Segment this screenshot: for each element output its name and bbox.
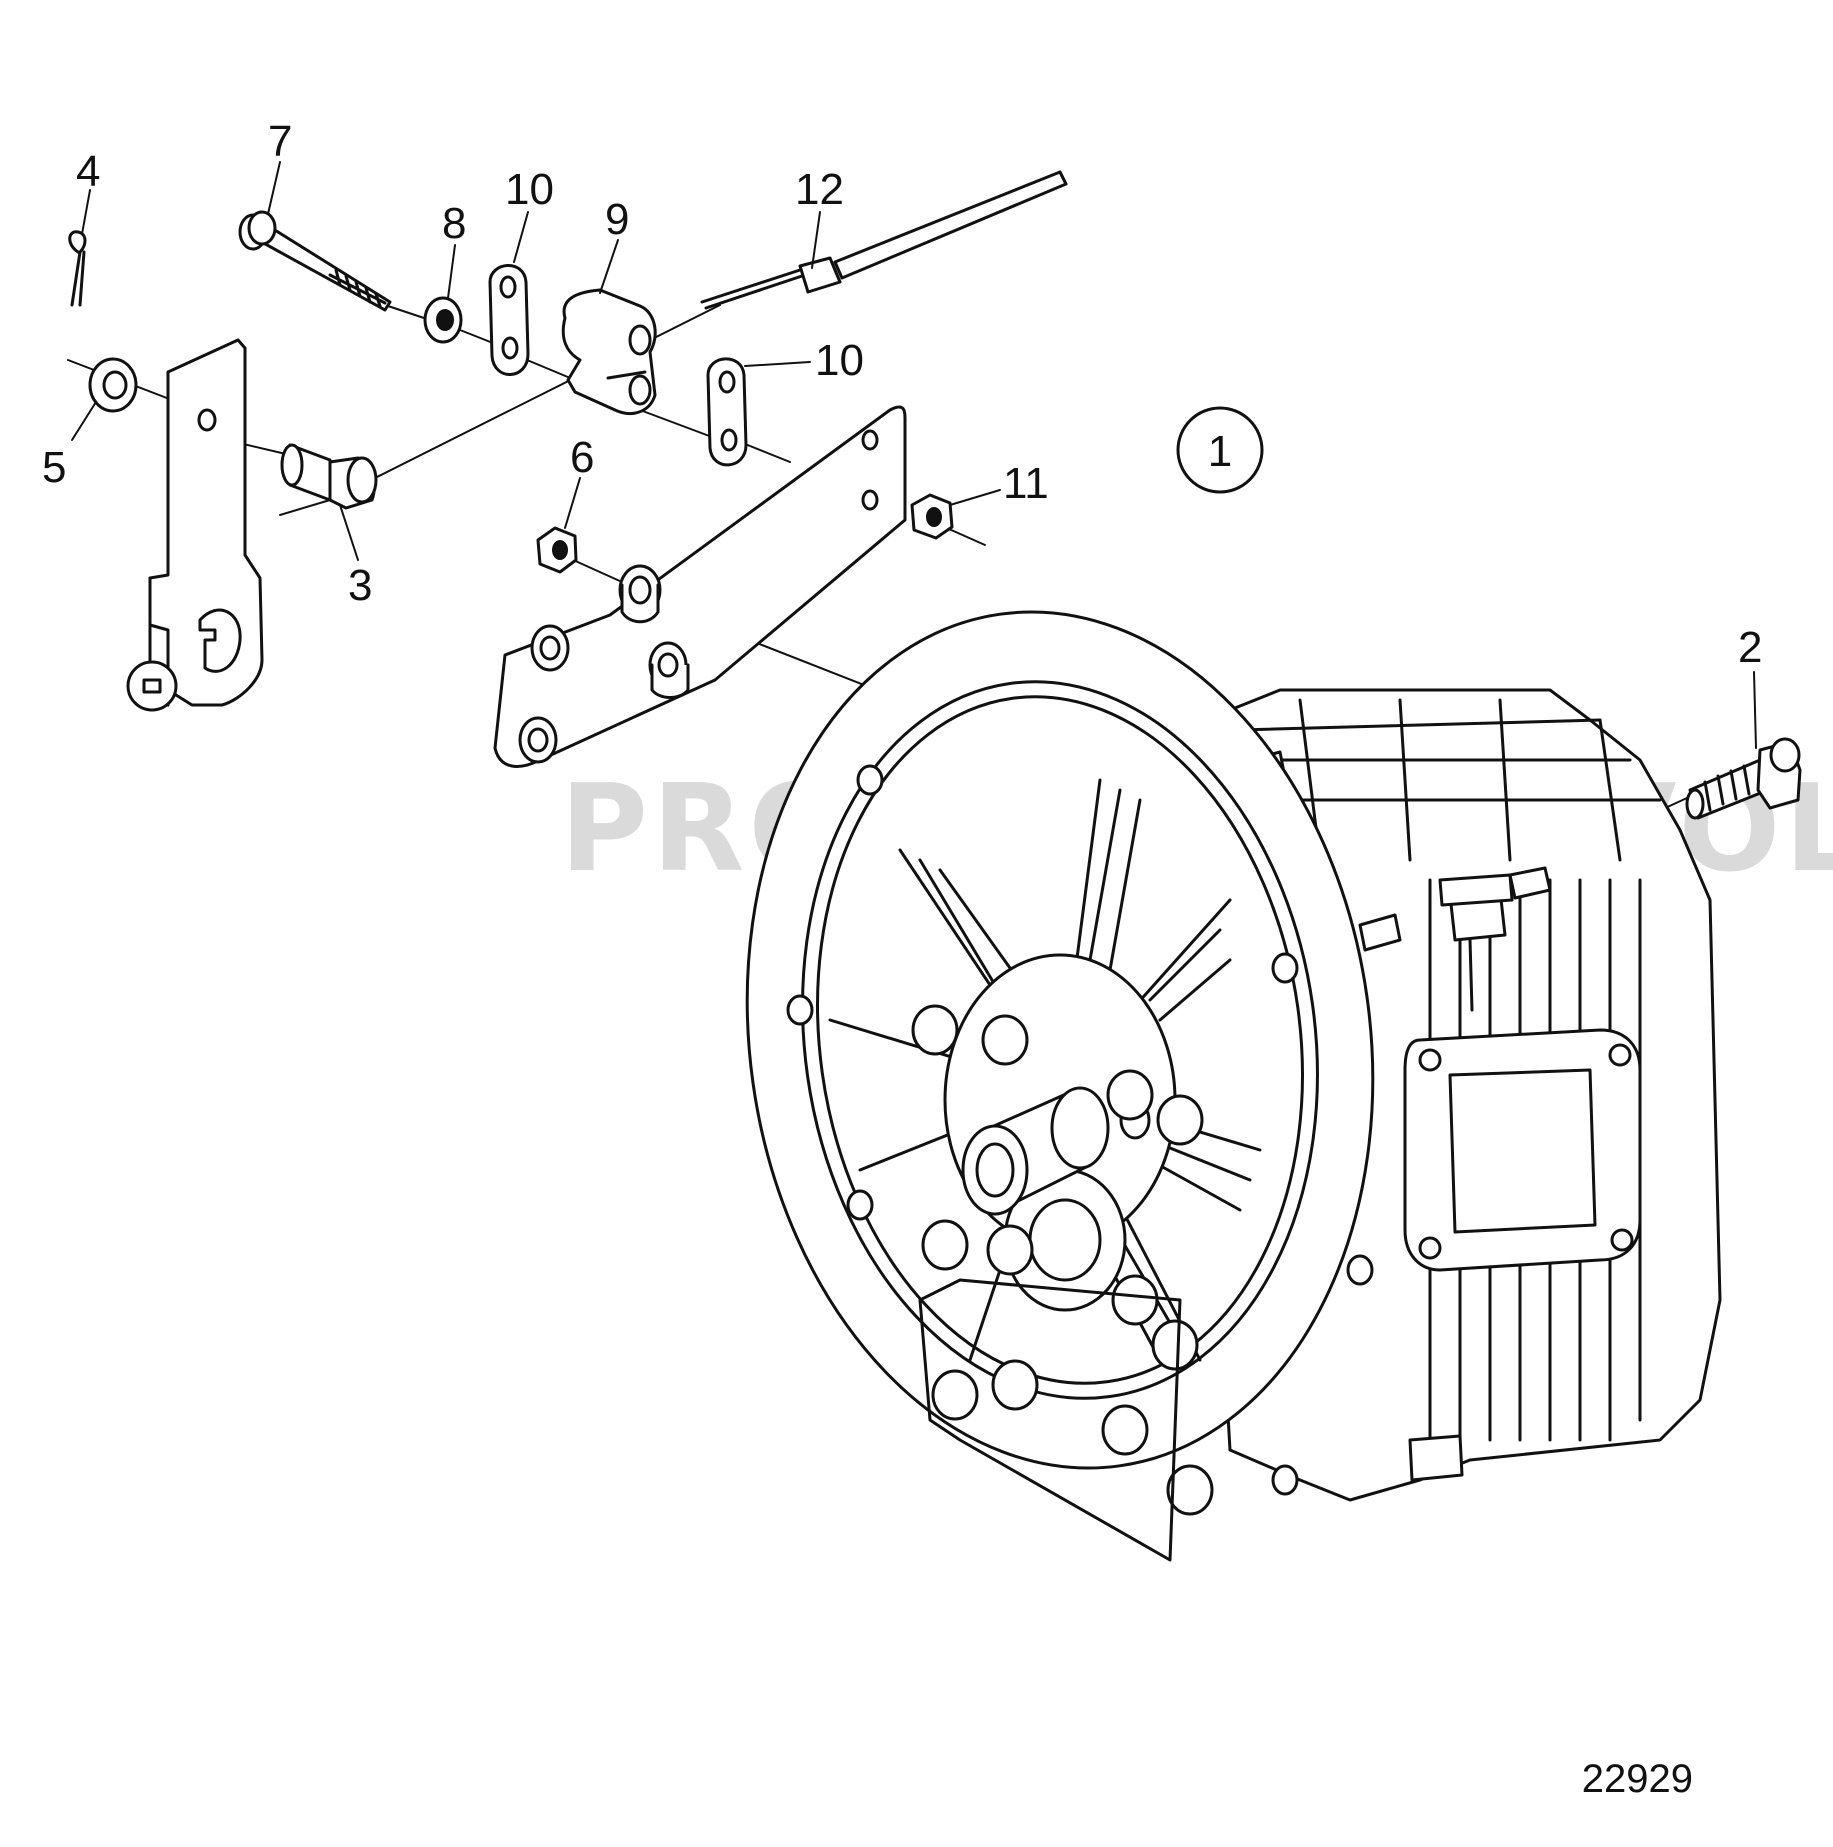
nut-6	[536, 526, 578, 574]
control-cable-12	[700, 170, 1068, 310]
cable-clamp-9	[561, 288, 657, 415]
leader-12	[811, 211, 821, 269]
hub-bolts	[911, 1004, 1214, 1516]
cotter-pin	[68, 230, 87, 307]
line-pin-lower	[279, 499, 331, 516]
callout-leaders	[71, 161, 1757, 749]
leader-4	[81, 189, 91, 235]
callout-4: 4	[76, 147, 100, 196]
bolt-7	[238, 210, 392, 312]
callout-12: 12	[795, 165, 844, 214]
assembly-ref-number: 1	[1208, 427, 1232, 476]
shift-lever-plate	[493, 405, 907, 768]
leader-11	[949, 489, 1001, 506]
callout-10b: 10	[815, 336, 864, 385]
nut-11	[910, 493, 954, 540]
callout-7: 7	[268, 117, 292, 166]
washer-5	[88, 357, 138, 413]
line-bolt-washer	[384, 304, 431, 321]
leader-10b	[744, 361, 811, 367]
shift-bracket	[126, 338, 264, 712]
callout-6: 6	[570, 433, 594, 482]
bolt-2	[1685, 737, 1802, 820]
leader-5	[71, 401, 97, 441]
adapter-flange	[745, 610, 1375, 1562]
line-pin-cable	[374, 304, 721, 479]
link-plate-10a	[488, 264, 530, 376]
leader-8	[447, 244, 456, 299]
assembly-ref-circle	[1176, 406, 1264, 494]
callout-10a: 10	[505, 165, 554, 214]
washer-8	[423, 296, 463, 344]
callout-11: 11	[1003, 459, 1049, 508]
callout-2: 2	[1738, 623, 1762, 672]
leader-3	[339, 504, 359, 561]
callout-8: 8	[442, 199, 466, 248]
callout-3: 3	[348, 561, 372, 610]
pivot-pin-3	[280, 443, 378, 510]
callout-labels: 2 3 4 5 6 7 8 9 10 10 11 12	[42, 117, 1762, 672]
leader-2	[1753, 671, 1757, 749]
link-plate-10b	[706, 357, 748, 467]
line-clamp-plate2	[639, 409, 721, 441]
leader-7	[267, 161, 281, 215]
drawing-number: 22929	[1582, 1757, 1693, 1801]
callout-5: 5	[42, 443, 66, 492]
leader-10a	[513, 211, 529, 263]
leader-9	[599, 239, 619, 294]
callout-9: 9	[605, 195, 629, 244]
assembly-reference: 1	[1176, 406, 1264, 494]
leader-6	[564, 477, 581, 529]
